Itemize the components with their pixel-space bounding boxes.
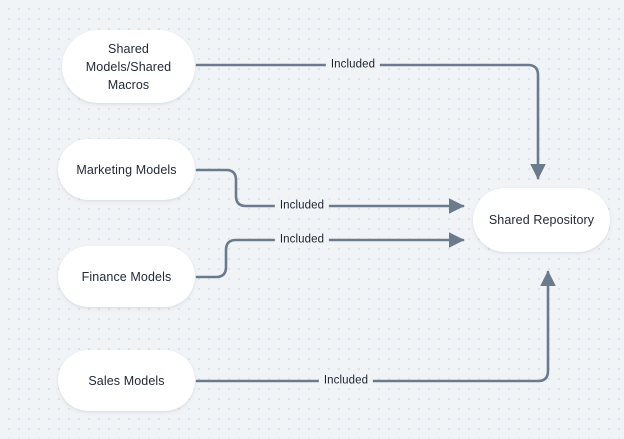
node-finance-models[interactable]: Finance Models bbox=[58, 246, 195, 307]
edge-path-marketing-models bbox=[195, 168, 465, 214]
node-label-shared-repository: Shared Repository bbox=[488, 213, 595, 227]
node-shared-repository[interactable]: Shared Repository bbox=[473, 188, 610, 252]
node-label-sales-models: Sales Models bbox=[88, 373, 165, 388]
node-marketing-models[interactable]: Marketing Models bbox=[58, 139, 195, 200]
edge-label-sales-models: Included bbox=[318, 373, 374, 389]
edge-path-sales-models bbox=[195, 270, 556, 383]
edge-label-shared-models: Included bbox=[325, 57, 381, 73]
node-label-shared-models: Shared Models/Shared Macros bbox=[85, 41, 172, 92]
node-label-finance-models: Finance Models bbox=[81, 269, 172, 284]
edge-path-finance-models bbox=[195, 232, 465, 279]
edge-label-marketing-models: Included bbox=[274, 198, 330, 214]
node-shared-models[interactable]: Shared Models/Shared Macros bbox=[62, 30, 195, 103]
edge-label-finance-models: Included bbox=[274, 232, 330, 248]
node-sales-models[interactable]: Sales Models bbox=[58, 350, 195, 411]
edge-path-shared-models bbox=[195, 63, 546, 180]
node-label-marketing-models: Marketing Models bbox=[76, 162, 177, 177]
